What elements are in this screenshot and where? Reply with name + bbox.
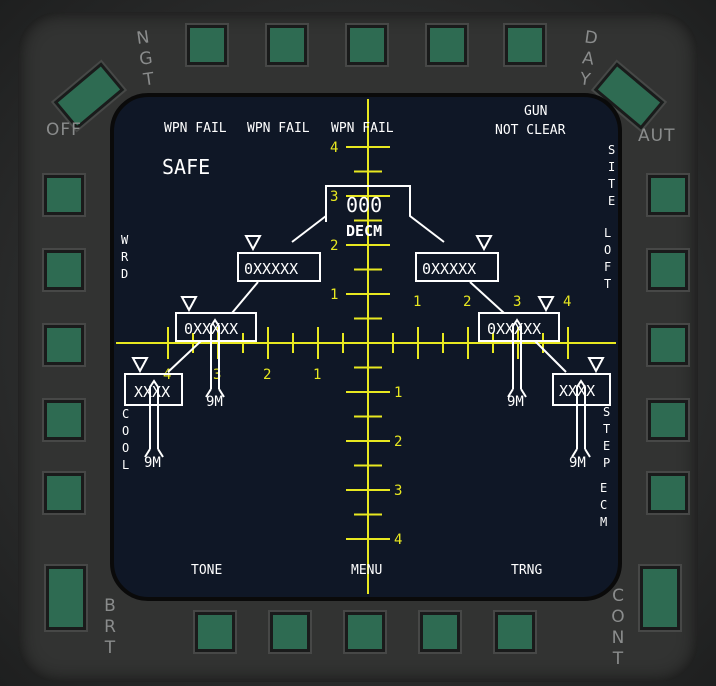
brt-label: BRT [100, 596, 120, 659]
cont-label: CONT [608, 586, 628, 670]
osb-4-button[interactable] [44, 400, 84, 440]
vscale-label-up: 1 [330, 287, 338, 303]
hscale-label-right: 1 [413, 294, 421, 310]
wrd-label-char: D [121, 267, 128, 281]
osb-20-button[interactable] [648, 175, 688, 215]
hscale-label-right: 4 [563, 294, 571, 310]
site-label-char: T [608, 177, 615, 191]
trng-label[interactable]: TRNG [511, 563, 542, 578]
station-6-label[interactable]: XXXX [559, 382, 595, 400]
osb-18-button[interactable] [648, 325, 688, 365]
hscale-label-right: 3 [513, 294, 521, 310]
wpn-fail-1: WPN FAIL [164, 121, 227, 136]
aut-label: AUT [638, 126, 676, 146]
osb-2-button[interactable] [44, 250, 84, 290]
missile-icon [571, 379, 591, 458]
wrd-label-char: W [121, 233, 129, 247]
osb-9-button[interactable] [427, 25, 467, 65]
loft-label-char: T [604, 277, 611, 291]
osb-13-button[interactable] [345, 612, 385, 652]
osb-3-button[interactable] [44, 325, 84, 365]
vscale-label-down: 2 [394, 434, 402, 450]
osb-17-button[interactable] [648, 400, 688, 440]
loft-label-char: L [604, 226, 611, 240]
cool-label-char: O [122, 424, 129, 438]
vscale-label-down: 3 [394, 483, 402, 499]
station-6-load: 9M [569, 455, 586, 471]
hscale-label-left: 2 [263, 367, 271, 383]
station-3-label[interactable]: 0XXXXX [244, 260, 298, 278]
station-1-load: 9M [144, 455, 161, 471]
station-5-load: 9M [507, 394, 524, 410]
osb-1-button[interactable] [44, 175, 84, 215]
site-label-char: E [608, 194, 615, 208]
osb-12-button[interactable] [420, 612, 460, 652]
center-mode[interactable]: DECM [346, 222, 382, 240]
not-clear-label: NOT CLEAR [495, 123, 566, 138]
gun-label[interactable]: GUN [524, 104, 547, 119]
wpn-fail-3: WPN FAIL [331, 121, 394, 136]
station-2-load: 9M [206, 394, 223, 410]
ecm-label-char: M [600, 515, 607, 529]
tone-label[interactable]: TONE [191, 563, 222, 578]
missile-icon [507, 318, 527, 398]
hscale-label-left: 1 [313, 367, 321, 383]
site-label-char: S [608, 143, 615, 157]
brightness-rocker[interactable] [46, 566, 86, 630]
station-1-label[interactable]: XXXX [134, 383, 170, 401]
site-label-char: I [608, 160, 615, 174]
off-label: OFF [46, 120, 82, 140]
step-label-char: S [603, 405, 610, 419]
osb-8-button[interactable] [347, 25, 387, 65]
vscale-label-down: 1 [394, 385, 402, 401]
osb-14-button[interactable] [270, 612, 310, 652]
vscale-label-down: 4 [394, 532, 402, 548]
center-count: 000 [346, 193, 382, 217]
step-label-char: P [603, 456, 610, 470]
master-arm-safe: SAFE [162, 155, 210, 179]
step-label-char: T [603, 422, 610, 436]
osb-10-button[interactable] [505, 25, 545, 65]
cool-label-char: O [122, 441, 129, 455]
station-2-label[interactable]: 0XXXXX [184, 320, 238, 338]
vscale-label-up: 3 [330, 189, 338, 205]
cool-label-char: L [122, 458, 129, 472]
cool-label-char: C [122, 407, 129, 421]
station-5-label[interactable]: 0XXXXX [487, 320, 541, 338]
ecm-label-char: C [600, 498, 607, 512]
step-label-char: E [603, 439, 610, 453]
loft-label-char: F [604, 260, 611, 274]
osb-15-button[interactable] [195, 612, 235, 652]
ecm-label-char: E [600, 481, 607, 495]
wrd-label-char: R [121, 250, 129, 264]
osb-7-button[interactable] [267, 25, 307, 65]
hscale-label-left: 3 [213, 367, 221, 383]
hscale-label-right: 2 [463, 294, 471, 310]
contrast-rocker[interactable] [640, 566, 680, 630]
missile-icon [144, 379, 164, 458]
vscale-label-up: 2 [330, 238, 338, 254]
menu-label[interactable]: MENU [351, 563, 382, 578]
vscale-label-up: 4 [330, 140, 338, 156]
wpn-fail-2: WPN FAIL [247, 121, 310, 136]
osb-19-button[interactable] [648, 250, 688, 290]
osb-16-button[interactable] [648, 473, 688, 513]
missile-icon [205, 318, 225, 398]
osb-11-button[interactable] [495, 612, 535, 652]
osb-6-button[interactable] [187, 25, 227, 65]
station-4-label[interactable]: 0XXXXX [422, 260, 476, 278]
osb-5-button[interactable] [44, 473, 84, 513]
station-symbols [124, 185, 611, 458]
loft-label-char: O [604, 243, 611, 257]
